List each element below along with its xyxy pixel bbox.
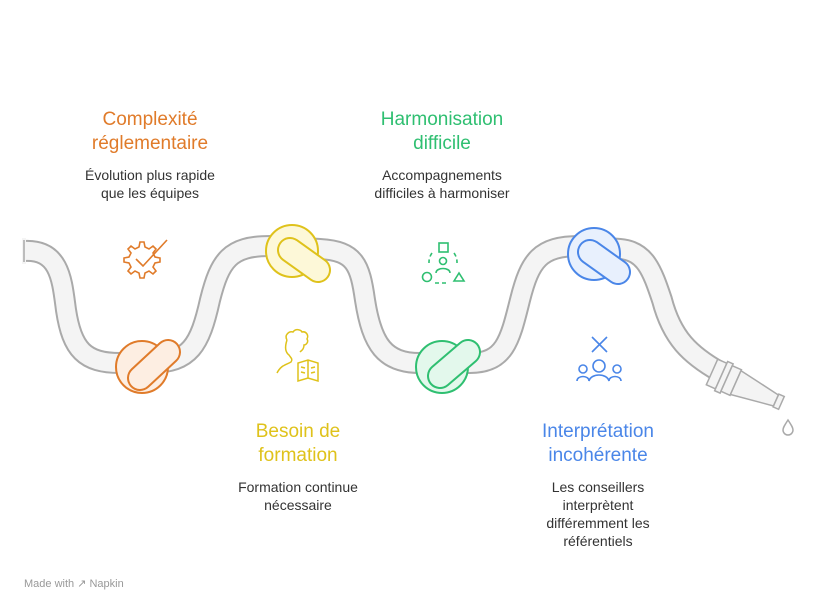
item-description: Les conseillers interprètent différemment … [488, 478, 708, 550]
desc-line: difficiles à harmoniser [374, 185, 510, 201]
item-title: Besoin de formation [188, 420, 408, 468]
footer-brand: Napkin [89, 578, 124, 590]
group-x-icon [576, 336, 622, 382]
desc-line: référentiels [563, 533, 633, 549]
desc-line: interprètent [562, 497, 634, 513]
title-line: Besoin de [255, 421, 341, 442]
desc-line: que les équipes [100, 185, 200, 201]
desc-line: nécessaire [264, 497, 332, 513]
water-drop-icon [782, 418, 794, 436]
title-line: incohérente [548, 445, 648, 466]
item-harmonisation: Harmonisation difficile Accompagnements di… [332, 108, 552, 202]
title-line: formation [258, 445, 338, 466]
knot-green [415, 339, 481, 394]
item-description: Évolution plus rapide que les équipes [40, 166, 260, 202]
person-reading-book-icon [276, 328, 319, 383]
knot-yellow [265, 224, 331, 283]
hose [22, 234, 726, 382]
desc-line: Évolution plus rapide [85, 167, 215, 183]
knot-blue [567, 227, 631, 285]
nozzle [705, 358, 786, 411]
title-line: Harmonisation [380, 109, 504, 130]
footer-text: Made with [24, 578, 75, 590]
item-formation: Besoin de formation Formation continue néc… [188, 420, 408, 514]
item-complexite: Complexité réglementaire Évolution plus r… [40, 108, 260, 202]
people-shapes-cycle-icon [421, 242, 466, 284]
made-with-napkin-footer[interactable]: Made with ↗ Napkin [24, 577, 124, 590]
item-description: Formation continue nécessaire [188, 478, 408, 514]
napkin-logo-icon: ↗ [77, 578, 87, 590]
title-line: réglementaire [91, 133, 209, 154]
desc-line: Formation continue [238, 479, 358, 495]
title-line: difficile [413, 133, 471, 154]
desc-line: Les conseillers [551, 479, 645, 495]
item-title: Interprétation incohérente [488, 420, 708, 468]
title-line: Interprétation [542, 421, 654, 442]
item-title: Complexité réglementaire [40, 108, 260, 156]
knot-orange [115, 339, 181, 394]
item-title: Harmonisation difficile [332, 108, 552, 156]
desc-line: Accompagnements [382, 167, 502, 183]
gear-check-icon [123, 239, 168, 279]
item-interpretation: Interprétation incohérente Les conseiller… [488, 420, 708, 550]
title-line: Complexité [102, 109, 198, 130]
item-description: Accompagnements difficiles à harmoniser [332, 166, 552, 202]
desc-line: différemment les [546, 515, 650, 531]
